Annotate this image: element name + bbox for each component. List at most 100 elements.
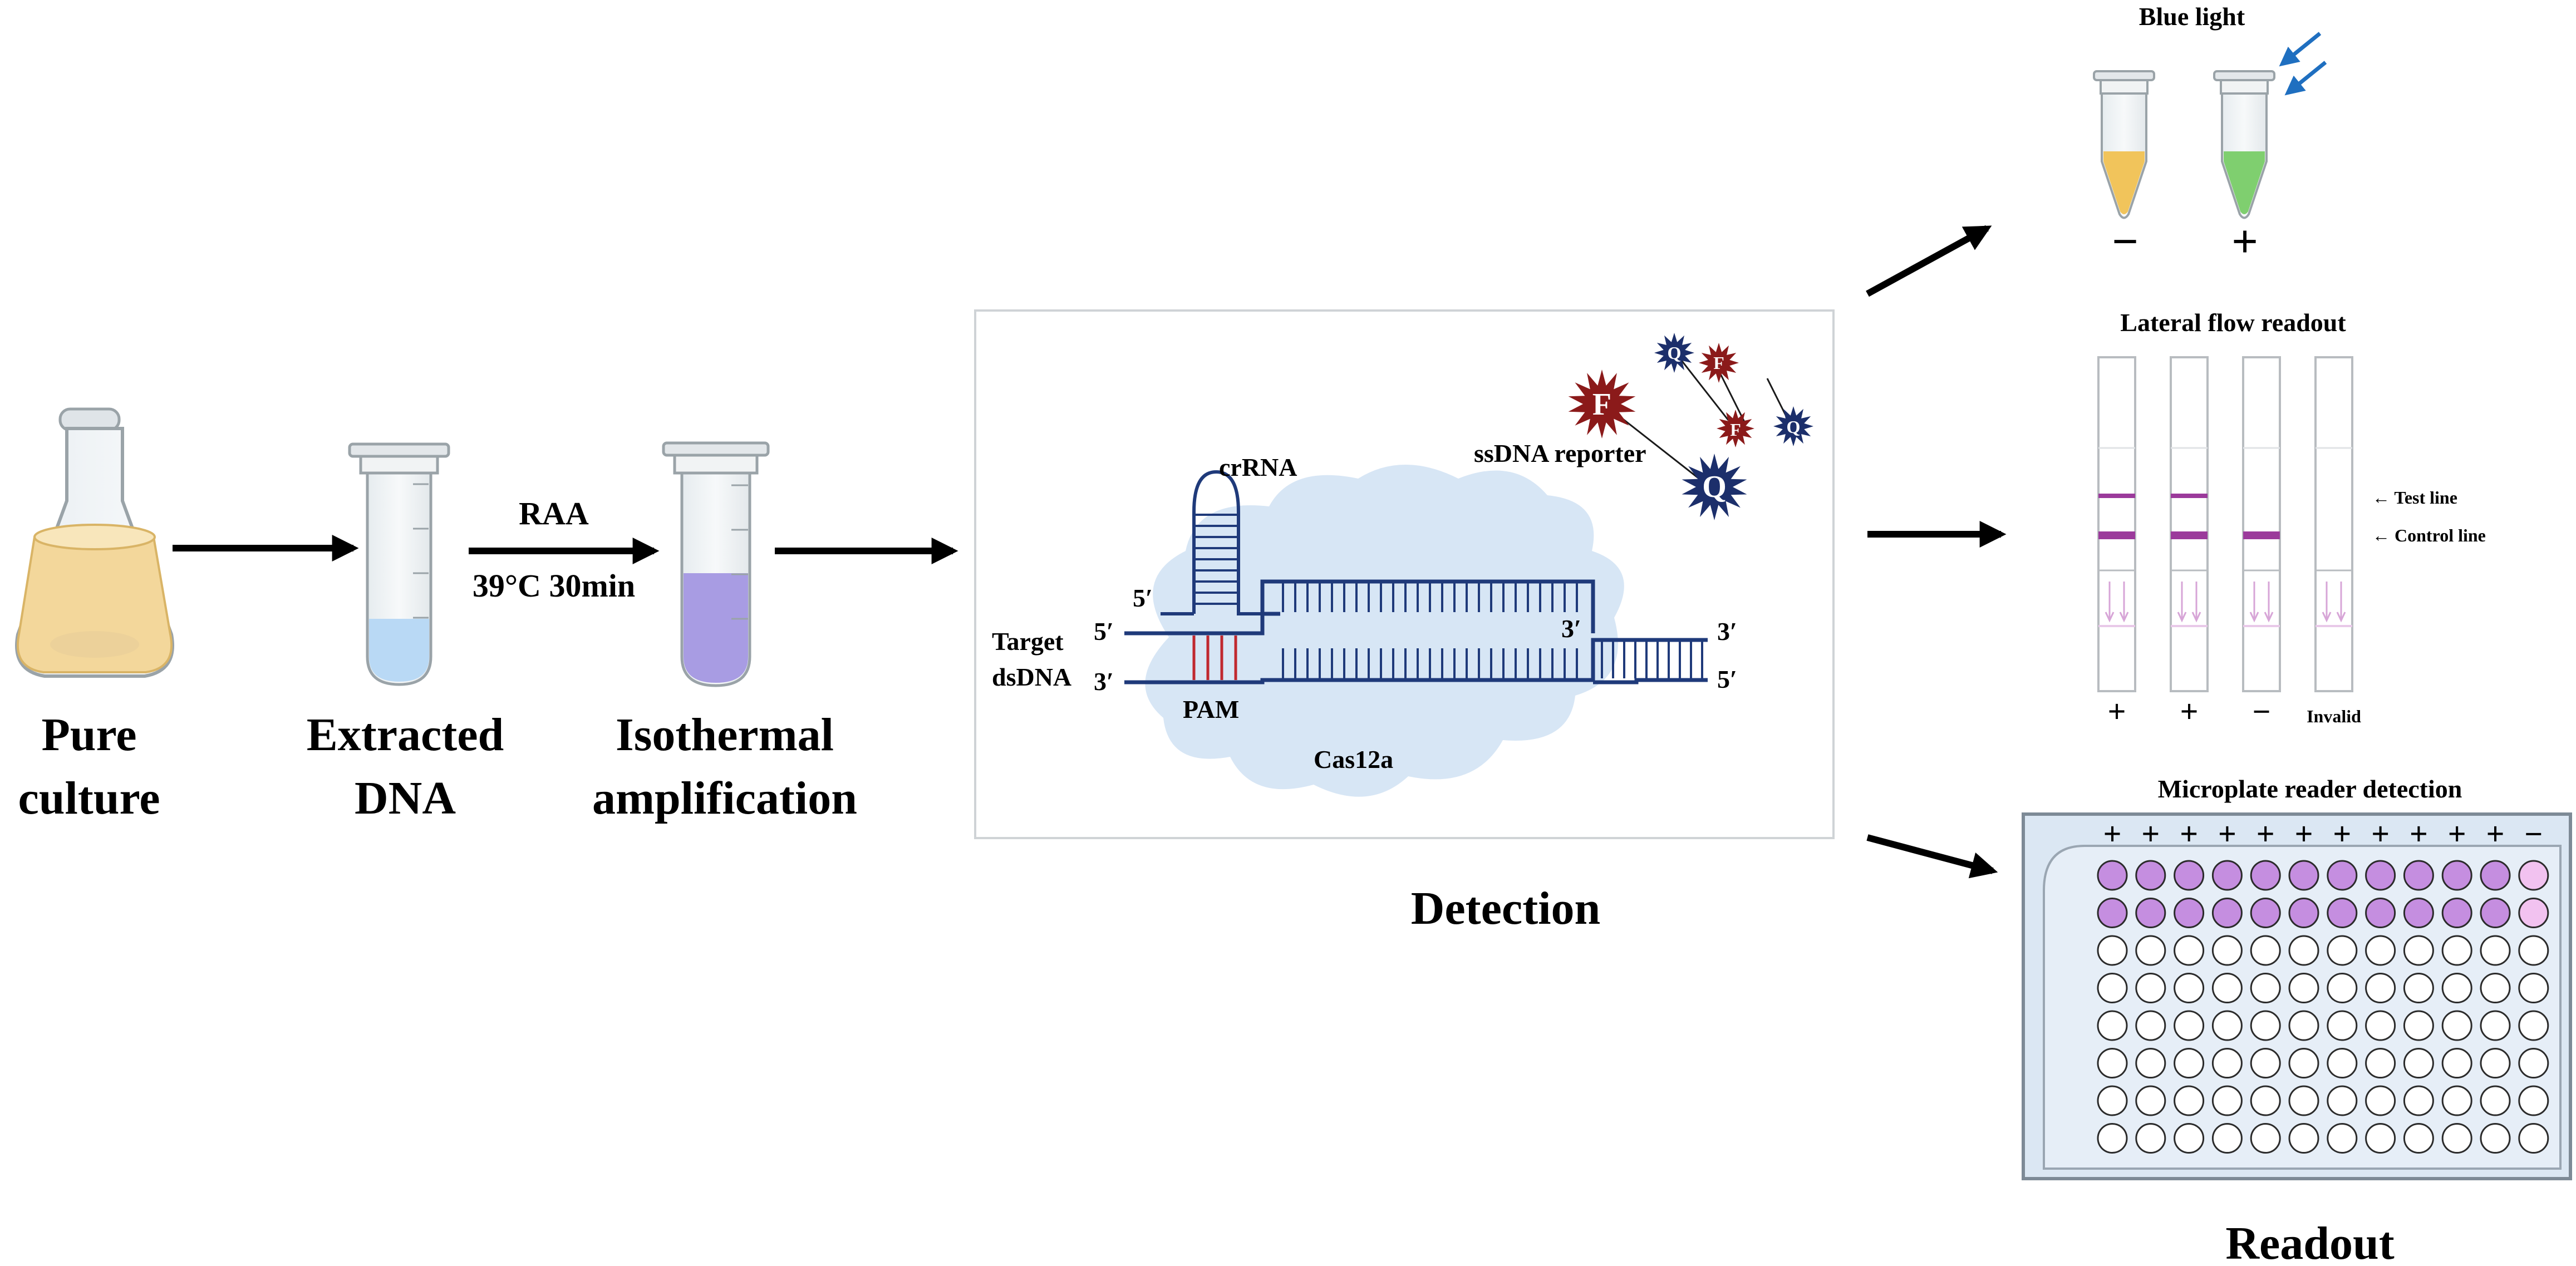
plate-well [2441, 860, 2472, 891]
blue-light-ray-icon-2 [2284, 61, 2327, 96]
plate-well [2097, 1010, 2128, 1041]
plate-well [2403, 1048, 2434, 1078]
fluorophore-star-small-2: F [1717, 410, 1754, 447]
plate-well [2365, 973, 2396, 1003]
svg-text:Q: Q [1702, 470, 1727, 504]
plate-well [2480, 1085, 2511, 1116]
readout-caption: Readout [2225, 1218, 2394, 1266]
lateral-flow-strip: + [2170, 356, 2209, 730]
extracted-dna-label-line2: DNA [355, 772, 456, 824]
cas12a-cloud [1145, 465, 1624, 797]
column-sign: + [2218, 816, 2236, 852]
plate-well [2441, 1085, 2472, 1116]
column-sign: + [2257, 816, 2275, 852]
plate-well [2211, 973, 2243, 1003]
plate-well [2097, 973, 2128, 1003]
quencher-star-large: Q [1682, 454, 1747, 520]
plate-well [2288, 898, 2319, 928]
plate-well [2288, 860, 2319, 891]
plate-well [2480, 1010, 2511, 1041]
plate-well [2135, 898, 2166, 928]
blue-light-title: Blue light [2139, 2, 2245, 31]
plate-well [2135, 1010, 2166, 1041]
plate-well [2441, 973, 2472, 1003]
plate-well [2518, 1010, 2549, 1041]
crrna-label: crRNA [1219, 453, 1297, 481]
plate-well [2097, 935, 2128, 966]
plate-well [2403, 898, 2434, 928]
microplate-inner [2043, 845, 2562, 1170]
plate-well [2135, 860, 2166, 891]
plate-well [2250, 1048, 2281, 1078]
amplification-tube-icon [662, 441, 770, 687]
microplate-title: Microplate reader detection [2158, 775, 2462, 803]
plate-well [2365, 935, 2396, 966]
crrna-five-prime: 5′ [1133, 584, 1153, 612]
negative-tube-icon [2093, 70, 2155, 219]
plate-well [2097, 1048, 2128, 1078]
plate-well [2403, 935, 2434, 966]
svg-text:Q: Q [1787, 417, 1801, 437]
strip-result-label: Invalid [2307, 706, 2361, 726]
target-label-line2: dsDNA [992, 663, 1071, 691]
plate-well [2288, 1085, 2319, 1116]
plate-well [2288, 973, 2319, 1003]
plate-well [2250, 935, 2281, 966]
strip-result-label: + [2180, 693, 2198, 730]
positive-sign: + [2231, 216, 2258, 268]
plate-well [2174, 1123, 2205, 1154]
right-five-prime: 5′ [1717, 665, 1737, 693]
plate-well [2518, 935, 2549, 966]
target-label: Target [992, 627, 1064, 656]
isothermal-label: Isothermal [616, 709, 834, 761]
lateral-flow-title: Lateral flow readout [2120, 308, 2346, 337]
plate-well [2327, 898, 2358, 928]
lateral-flow-strip: − [2242, 356, 2281, 730]
plate-well [2327, 973, 2358, 1003]
plate-well [2211, 1010, 2243, 1041]
pam-label: PAM [1183, 695, 1239, 723]
arrow-to-blue-light [1866, 225, 1992, 297]
plate-well [2135, 1085, 2166, 1116]
control-line-band [2243, 531, 2280, 539]
plate-well [2174, 1048, 2205, 1078]
plate-well [2250, 973, 2281, 1003]
plate-well [2518, 1085, 2549, 1116]
plate-well [2518, 973, 2549, 1003]
column-sign: + [2410, 816, 2428, 852]
plate-well [2480, 1123, 2511, 1154]
microplate-column-signs: +++++++++++− [2103, 816, 2543, 852]
raa-label: RAA [519, 495, 589, 531]
plate-well [2518, 898, 2549, 928]
plate-well [2211, 898, 2243, 928]
plate-well [2097, 898, 2128, 928]
crrna-stem-rungs [1195, 514, 1237, 605]
plate-well [2403, 860, 2434, 891]
control-line-label: ← Control line [2372, 525, 2486, 545]
plate-well [2097, 1123, 2128, 1154]
column-sign: + [2180, 816, 2198, 852]
plate-well [2441, 1010, 2472, 1041]
plate-well [2288, 935, 2319, 966]
plate-well [2211, 860, 2243, 891]
plate-well [2365, 898, 2396, 928]
column-sign: + [2448, 816, 2466, 852]
lateral-flow-strip: Invalid [2307, 356, 2361, 726]
plate-well [2211, 1048, 2243, 1078]
plate-well [2365, 1123, 2396, 1154]
dna-strand-bottom [1124, 638, 1708, 684]
plate-well [2097, 1085, 2128, 1116]
raa-condition: 39°C 30min [473, 568, 635, 604]
test-line-label: ← Test line [2372, 487, 2457, 508]
plate-well [2403, 1085, 2434, 1116]
column-sign: − [2524, 816, 2543, 852]
cas12a-label: Cas12a [1314, 745, 1393, 774]
plate-well [2174, 898, 2205, 928]
cleaved-three-prime: 3′ [1561, 614, 1581, 643]
target-five-prime: 5′ [1094, 617, 1114, 646]
fluorophore-star-large: F [1568, 370, 1636, 439]
plate-well [2327, 1085, 2358, 1116]
plate-well [2135, 1123, 2166, 1154]
svg-text:F: F [1592, 387, 1611, 422]
isothermal-label-line2: amplification [592, 772, 857, 824]
